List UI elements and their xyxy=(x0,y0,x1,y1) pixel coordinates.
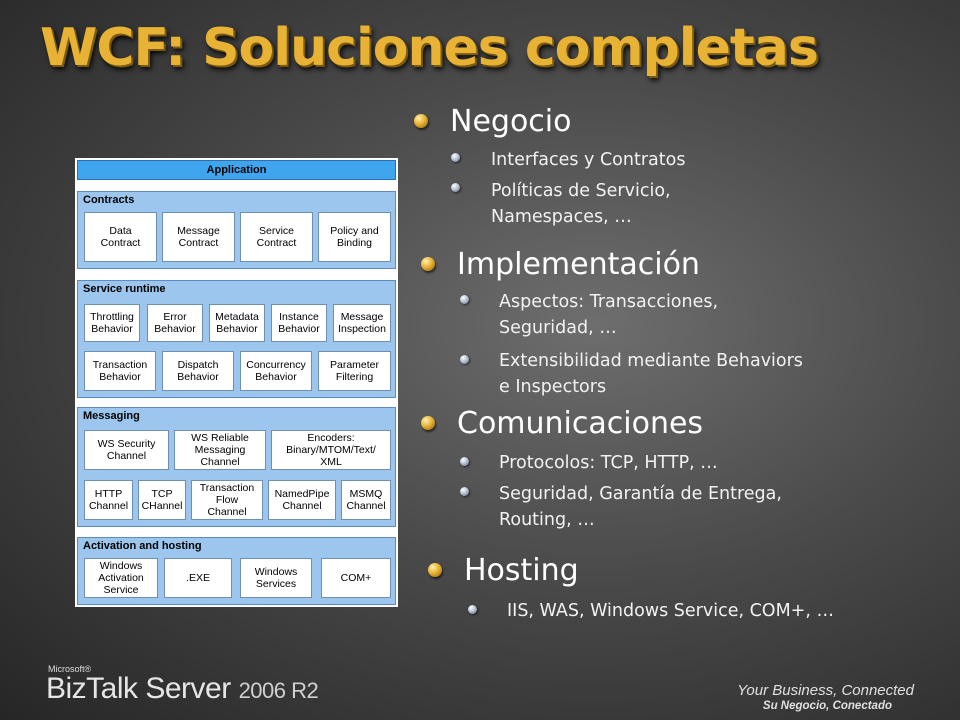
box-data-contract: Data Contract xyxy=(84,212,157,262)
gold-bullet-icon xyxy=(428,563,442,577)
bullet-negocio: Negocio xyxy=(450,104,572,139)
layer-title: Messaging xyxy=(83,410,140,422)
bullet-hosting: Hosting xyxy=(464,553,579,588)
box-ws-reliable-messaging-channel: WS Reliable Messaging Channel xyxy=(174,430,266,470)
box-message-contract: Message Contract xyxy=(162,212,235,262)
sub-bullet: Extensibilidad mediante Behaviors e Insp… xyxy=(499,351,803,397)
application-bar: Application xyxy=(77,160,396,180)
sub-bullet: Protocolos: TCP, HTTP, … xyxy=(499,453,718,473)
silver-bullet-icon xyxy=(460,295,469,304)
bullet-implementacion: Implementación xyxy=(457,247,700,282)
box-http-channel: HTTP Channel xyxy=(84,480,133,520)
gold-bullet-icon xyxy=(421,416,435,430)
microsoft-label: Microsoft® xyxy=(48,664,92,674)
silver-bullet-icon xyxy=(460,355,469,364)
gold-bullet-icon xyxy=(414,114,428,128)
product-name: BizTalk Server xyxy=(46,672,231,705)
box-service-contract: Service Contract xyxy=(240,212,313,262)
box-instance-behavior: Instance Behavior xyxy=(271,304,327,342)
silver-bullet-icon xyxy=(468,605,477,614)
silver-bullet-icon xyxy=(451,183,460,192)
layer-contracts: Contracts Data Contract Message Contract… xyxy=(77,191,396,269)
box-msmq-channel: MSMQ Channel xyxy=(341,480,391,520)
sub-bullet: Aspectos: Transacciones, Seguridad, … xyxy=(499,292,719,338)
box-transaction-behavior: Transaction Behavior xyxy=(84,351,156,391)
box-transaction-flow-channel: Transaction Flow Channel xyxy=(191,480,263,520)
layer-messaging: Messaging WS Security Channel WS Reliabl… xyxy=(77,407,396,527)
box-tcp-channel: TCP CHannel xyxy=(138,480,186,520)
product-version: 2006 R2 xyxy=(238,678,319,703)
layer-activation-hosting: Activation and hosting Windows Activatio… xyxy=(77,537,396,605)
tagline-spanish: Su Negocio, Conectado xyxy=(762,700,892,712)
box-exe: .EXE xyxy=(164,558,232,598)
tagline-english: Your Business, Connected xyxy=(737,682,914,699)
layer-service-runtime: Service runtime Throttling Behavior Erro… xyxy=(77,280,396,398)
box-dispatch-behavior: Dispatch Behavior xyxy=(162,351,234,391)
sub-bullet: Interfaces y Contratos xyxy=(491,150,686,170)
box-error-behavior: Error Behavior xyxy=(147,304,203,342)
layer-title: Contracts xyxy=(83,194,135,206)
gold-bullet-icon xyxy=(421,257,435,271)
box-throttling-behavior: Throttling Behavior xyxy=(84,304,140,342)
sub-bullet: Seguridad, Garantía de Entrega, Routing,… xyxy=(499,484,782,530)
box-policy-binding: Policy and Binding xyxy=(318,212,391,262)
slide-title: WCF: Soluciones completas xyxy=(40,18,819,78)
box-windows-services: Windows Services xyxy=(240,558,312,598)
biztalk-logo: BizTalk Server 2006 R2 xyxy=(46,672,319,706)
silver-bullet-icon xyxy=(460,487,469,496)
box-encoders: Encoders: Binary/MTOM/Text/ XML xyxy=(271,430,391,470)
box-concurrency-behavior: Concurrency Behavior xyxy=(240,351,312,391)
layer-title: Activation and hosting xyxy=(83,540,202,552)
silver-bullet-icon xyxy=(460,457,469,466)
box-com-plus: COM+ xyxy=(321,558,391,598)
sub-bullet: Políticas de Servicio, Namespaces, … xyxy=(491,181,671,227)
wcf-architecture-diagram: Application Contracts Data Contract Mess… xyxy=(75,158,398,607)
bullet-comunicaciones: Comunicaciones xyxy=(457,406,704,441)
box-metadata-behavior: Metadata Behavior xyxy=(209,304,265,342)
box-message-inspection: Message Inspection xyxy=(333,304,391,342)
sub-bullet: IIS, WAS, Windows Service, COM+, … xyxy=(507,601,834,621)
box-parameter-filtering: Parameter Filtering xyxy=(318,351,391,391)
box-namedpipe-channel: NamedPipe Channel xyxy=(268,480,336,520)
layer-title: Service runtime xyxy=(83,283,166,295)
silver-bullet-icon xyxy=(451,153,460,162)
box-windows-activation-service: Windows Activation Service xyxy=(84,558,158,598)
box-ws-security-channel: WS Security Channel xyxy=(84,430,169,470)
